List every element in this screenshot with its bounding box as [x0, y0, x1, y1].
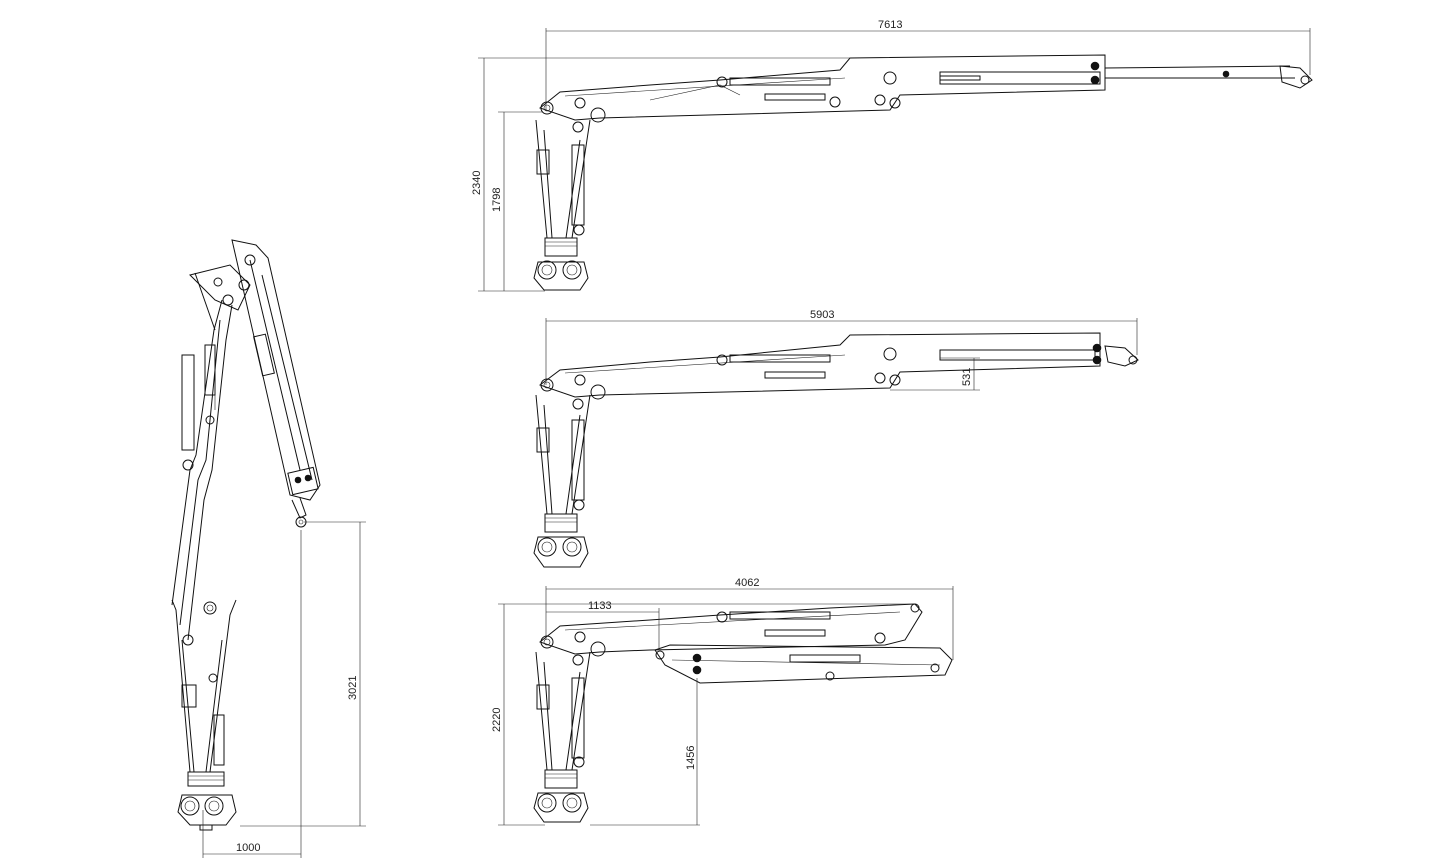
partial-reach-dimension: 4062 [545, 577, 954, 660]
full-crane-base [533, 237, 589, 291]
partial-reach-value: 4062 [735, 577, 759, 589]
folded-height-value: 3021 [347, 676, 359, 700]
partial-crane [533, 603, 953, 823]
full-height-outer-dimension: 2340 [471, 57, 850, 292]
folded-reach-value: 1000 [236, 842, 260, 854]
full-height-inner-value: 1798 [491, 188, 503, 212]
mid-reach-dimension: 5903 [545, 309, 1138, 385]
folded-crane [171, 239, 321, 831]
partial-height-value: 2220 [491, 708, 503, 732]
mid-drop-dimension: 531 [890, 357, 980, 391]
partial-height-dimension: 2220 [491, 603, 915, 826]
folded-crane-base [177, 771, 237, 831]
folded-height-dimension: 3021 [240, 521, 366, 827]
mid-crane-base [533, 513, 589, 568]
partial-first-boom-value: 1133 [588, 600, 612, 612]
full-height-outer-value: 2340 [471, 171, 483, 195]
mid-crane [533, 332, 1139, 568]
full-reach-value: 7613 [878, 19, 902, 31]
folded-reach-dimension: 1000 [202, 530, 302, 858]
full-crane [533, 54, 1313, 291]
full-height-inner-dimension: 1798 [491, 111, 542, 291]
full-reach-dimension: 7613 [545, 19, 1311, 110]
partial-tip-height-value: 1456 [685, 746, 697, 770]
partial-crane-base [533, 769, 589, 823]
partial-first-boom-dimension: 1133 [546, 600, 660, 650]
partial-tip-height-dimension: 1456 [590, 678, 700, 826]
mid-drop-value: 531 [961, 368, 973, 386]
mid-reach-value: 5903 [810, 309, 834, 321]
